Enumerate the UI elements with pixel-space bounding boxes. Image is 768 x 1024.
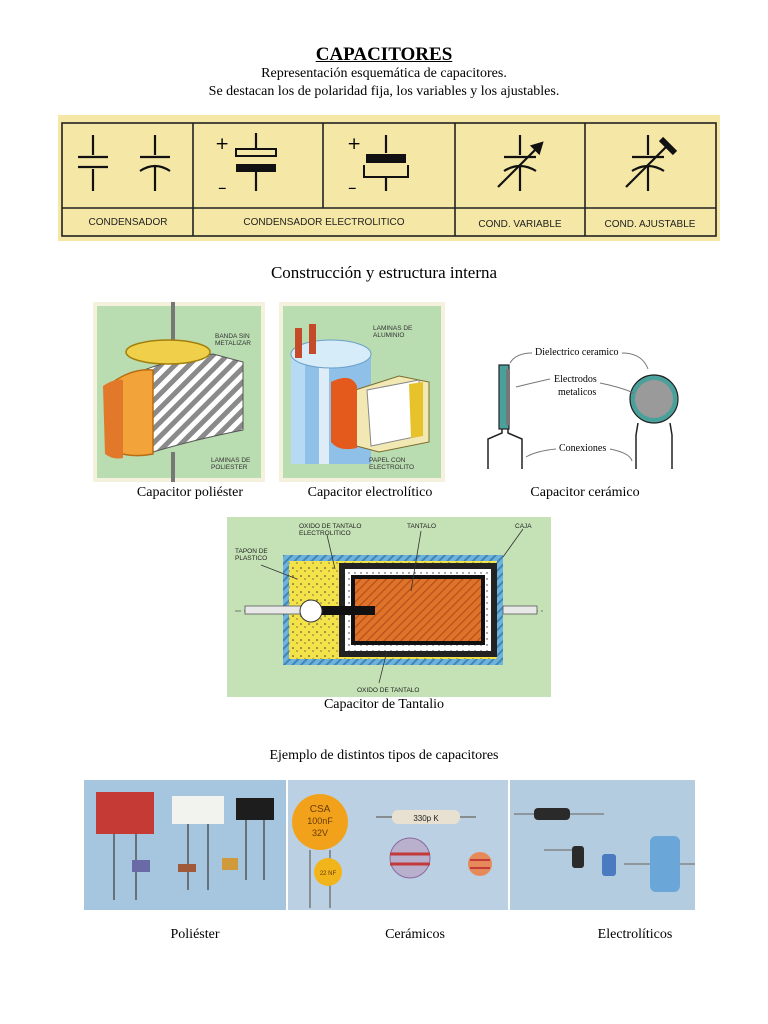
tantalum-label-oxide: OXIDO DE TANTALO: [357, 687, 419, 694]
plus-label-2: +: [347, 134, 361, 154]
capacitor-examples-photo: CSA 100nF 32V 330p K 22 NF: [84, 780, 695, 910]
electrolytic-label-bottom-1: PAPEL CON: [369, 457, 406, 464]
ceramic-mark-3: 32V: [312, 828, 328, 838]
plus-label-1: +: [215, 134, 229, 154]
electrolytic-label-top-1: LAMINAS DE: [373, 325, 413, 332]
tantalum-label-tantalum: TANTALO: [407, 523, 436, 530]
symbol-table: + – + – CONDENSADOR CONDENSADOR ELECTROL…: [58, 115, 720, 241]
tantalum-label-plug-2: PLASTICO: [235, 555, 267, 562]
polyester-label-top-2: METALIZAR: [215, 340, 251, 347]
ceramic-mark-2: 100nF: [307, 816, 333, 826]
ceramic-label-electrodes-1: Electrodos: [554, 374, 597, 385]
electrolytic-label-top-2: ALUMINIO: [373, 332, 404, 339]
label-cond-ajustable: COND. AJUSTABLE: [605, 219, 696, 230]
electrolytic-label-bottom-2: ELECTROLITO: [369, 464, 414, 471]
ceramic-examples: CSA 100nF 32V 330p K 22 NF: [288, 780, 508, 910]
electrolytic-symbol-1: + –: [215, 133, 277, 198]
ceramic-mark-1: CSA: [310, 804, 331, 815]
ceramic-label-connections: Conexiones: [559, 443, 606, 454]
label-condensador-electrolitico: CONDENSADOR ELECTROLITICO: [243, 217, 404, 228]
construction-heading: Construcción y estructura interna: [270, 263, 498, 282]
subtitle-line-1: Representación esquemática de capacitore…: [261, 66, 507, 81]
tantalum-label-oxide-electrolytic-2: ELECTROLITICO: [299, 530, 351, 537]
tantalum-label-case: CAJA: [515, 523, 532, 530]
polyester-label-bottom-1: LAMINAS DE: [211, 457, 251, 464]
page-title: CAPACITORES: [315, 44, 453, 65]
capacitor-curved-symbol: [139, 135, 171, 191]
caption-example-polyester: Poliéster: [170, 927, 220, 942]
electrolytic-examples: [510, 780, 695, 910]
capacitor-symbol: [78, 135, 108, 191]
electrolytic-symbol-2: + –: [347, 134, 409, 198]
tantalum-capacitor-diagram: OXIDO DE TANTALO ELECTROLITICO TANTALO C…: [227, 517, 551, 697]
variable-capacitor-symbol: [497, 135, 544, 191]
label-condensador: CONDENSADOR: [89, 217, 168, 228]
caption-example-ceramic: Cerámicos: [385, 927, 445, 942]
ceramic-mark-4: 330p K: [413, 814, 439, 823]
caption-ceramic: Capacitor cerámico: [530, 485, 640, 500]
ceramic-label-electrodes-2: metalicos: [558, 387, 596, 398]
polyester-label-bottom-2: POLIESTER: [211, 464, 248, 471]
label-cond-variable: COND. VARIABLE: [478, 219, 561, 230]
electrolytic-capacitor-illustration: LAMINAS DE ALUMINIO PAPEL CON ELECTROLIT…: [279, 302, 445, 482]
caption-polyester: Capacitor poliéster: [136, 485, 244, 500]
tantalum-label-plug-1: TAPON DE: [235, 548, 268, 555]
minus-label-2: –: [348, 178, 357, 198]
minus-label-1: –: [218, 178, 227, 198]
caption-electrolytic: Capacitor electrolítico: [307, 485, 433, 500]
polyester-examples: [84, 780, 286, 910]
ceramic-label-dielectric: Dielectrico ceramico: [535, 347, 619, 358]
ceramic-capacitor-diagram: Dielectrico ceramico Electrodos metalico…: [487, 347, 679, 469]
caption-example-electrolytic: Electrolíticos: [597, 927, 673, 942]
symbol-table-border: [61, 122, 717, 237]
adjustable-capacitor-symbol: [625, 135, 678, 191]
tantalum-label-oxide-electrolytic-1: OXIDO DE TANTALO: [299, 523, 361, 530]
caption-tantalum: Capacitor de Tantalio: [323, 697, 445, 712]
ceramic-mark-5: 22 NF: [320, 871, 337, 877]
polyester-capacitor-illustration: BANDA SIN METALIZAR LAMINAS DE POLIESTER: [93, 302, 265, 482]
examples-heading: Ejemplo de distintos tipos de capacitore…: [269, 748, 499, 763]
polyester-label-top-1: BANDA SIN: [215, 333, 250, 340]
subtitle-line-2: Se destacan los de polaridad fija, los v…: [208, 84, 560, 99]
